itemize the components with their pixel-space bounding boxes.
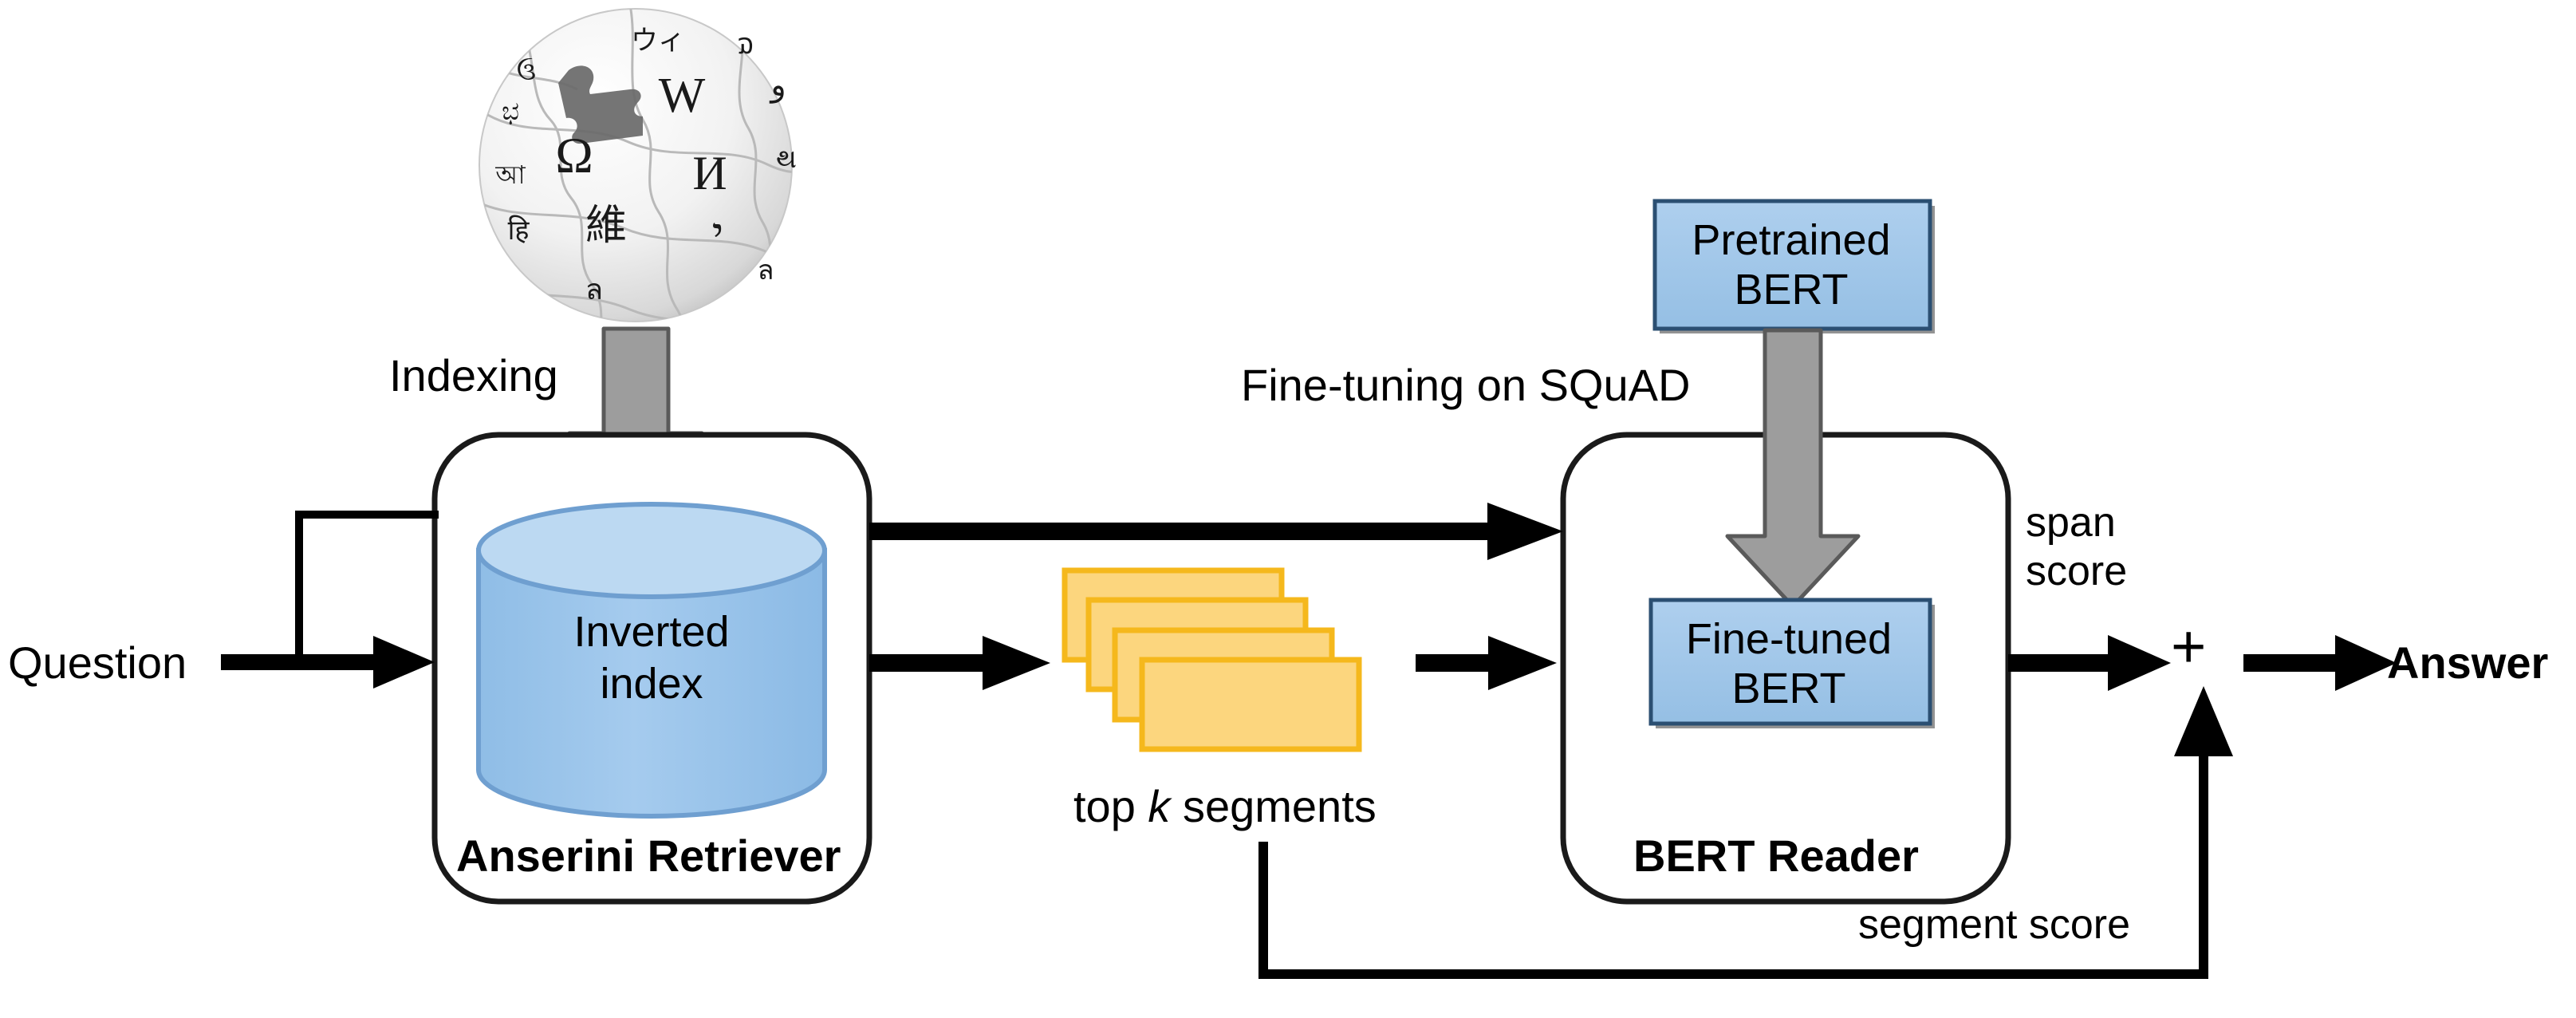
svg-text:И: И <box>692 147 727 199</box>
answer-label: Answer <box>2387 637 2549 688</box>
segment-score-label: segment score <box>1858 902 2131 948</box>
span-score-line-1: span <box>2026 499 2116 546</box>
finetuning-label: Fine-tuning on SQuAD <box>1241 360 1691 410</box>
svg-text:י: י <box>712 210 724 259</box>
finetuned-bert-chip <box>1648 598 1935 728</box>
top-k-caption-variable: k <box>1148 781 1171 831</box>
pretrained-bert-label: Pretrained BERT <box>1653 215 1929 314</box>
svg-text:हि: हि <box>508 215 530 247</box>
top-k-segments-stack <box>1062 567 1362 752</box>
svg-text:Ω: Ω <box>555 127 593 183</box>
globe-missing-piece <box>558 65 643 144</box>
svg-text:ウィ: ウィ <box>631 25 685 57</box>
span-score-label: span score <box>2026 499 2127 597</box>
svg-text:થ: થ <box>776 143 797 175</box>
svg-text:ล: ล <box>758 254 774 286</box>
segment-card <box>1139 657 1362 752</box>
svg-text:W: W <box>659 69 706 123</box>
anserini-retriever-title: Anserini Retriever <box>456 831 841 881</box>
svg-text:ઉ: ઉ <box>517 56 536 86</box>
arrow-reader-to-sum <box>2008 635 2171 691</box>
segment-score-feedback-path <box>1258 686 2233 979</box>
wikipedia-globe-icon: Ω W И 維 י ຉ ウィ و થ ઉ ಭ আ हि ล ล <box>479 8 797 322</box>
question-label: Question <box>8 637 187 688</box>
top-k-caption-prefix: top <box>1073 781 1148 831</box>
inverted-index-line-2: index <box>600 659 703 708</box>
finetuned-bert-label: Fine-tuned BERT <box>1649 614 1928 713</box>
top-k-segments-caption: top k segments <box>1073 781 1377 832</box>
top-k-caption-suffix: segments <box>1170 781 1377 831</box>
bert-reader-title: BERT Reader <box>1633 831 1919 881</box>
pretrained-bert-chip <box>1652 199 1935 333</box>
globe-glyphs: Ω W И 維 י ຉ ウィ و થ ઉ ಭ আ हि ล ล <box>494 25 797 306</box>
arrow-retriever-to-reader-top <box>869 503 1563 560</box>
question-branch-line <box>295 511 439 662</box>
finetuning-arrow <box>1725 328 1861 609</box>
svg-text:আ: আ <box>494 160 526 190</box>
pretrained-bert-line-2: BERT <box>1734 266 1849 314</box>
finetuned-bert-line-1: Fine-tuned <box>1685 615 1893 663</box>
sum-operator-symbol: + <box>2171 613 2207 681</box>
arrow-question-to-retriever <box>221 636 435 689</box>
inverted-index-cylinder <box>476 502 827 819</box>
svg-text:ล: ล <box>585 274 603 306</box>
pretrained-bert-line-1: Pretrained <box>1692 216 1891 264</box>
inverted-index-label: Inverted index <box>479 606 825 710</box>
inverted-index-line-1: Inverted <box>573 608 730 656</box>
svg-text:維: 維 <box>585 202 627 250</box>
span-score-line-2: score <box>2026 548 2128 595</box>
svg-text:ಭ: ಭ <box>502 96 519 126</box>
svg-text:ຉ: ຉ <box>737 28 754 61</box>
indexing-label: Indexing <box>389 350 558 400</box>
finetuned-bert-line-2: BERT <box>1731 665 1846 713</box>
arrow-retriever-to-segments <box>869 636 1050 690</box>
flow-arrows <box>221 503 2397 979</box>
arrow-sum-to-answer <box>2243 635 2397 691</box>
arrow-segments-to-reader <box>1416 636 1557 690</box>
svg-text:و: و <box>769 67 786 104</box>
